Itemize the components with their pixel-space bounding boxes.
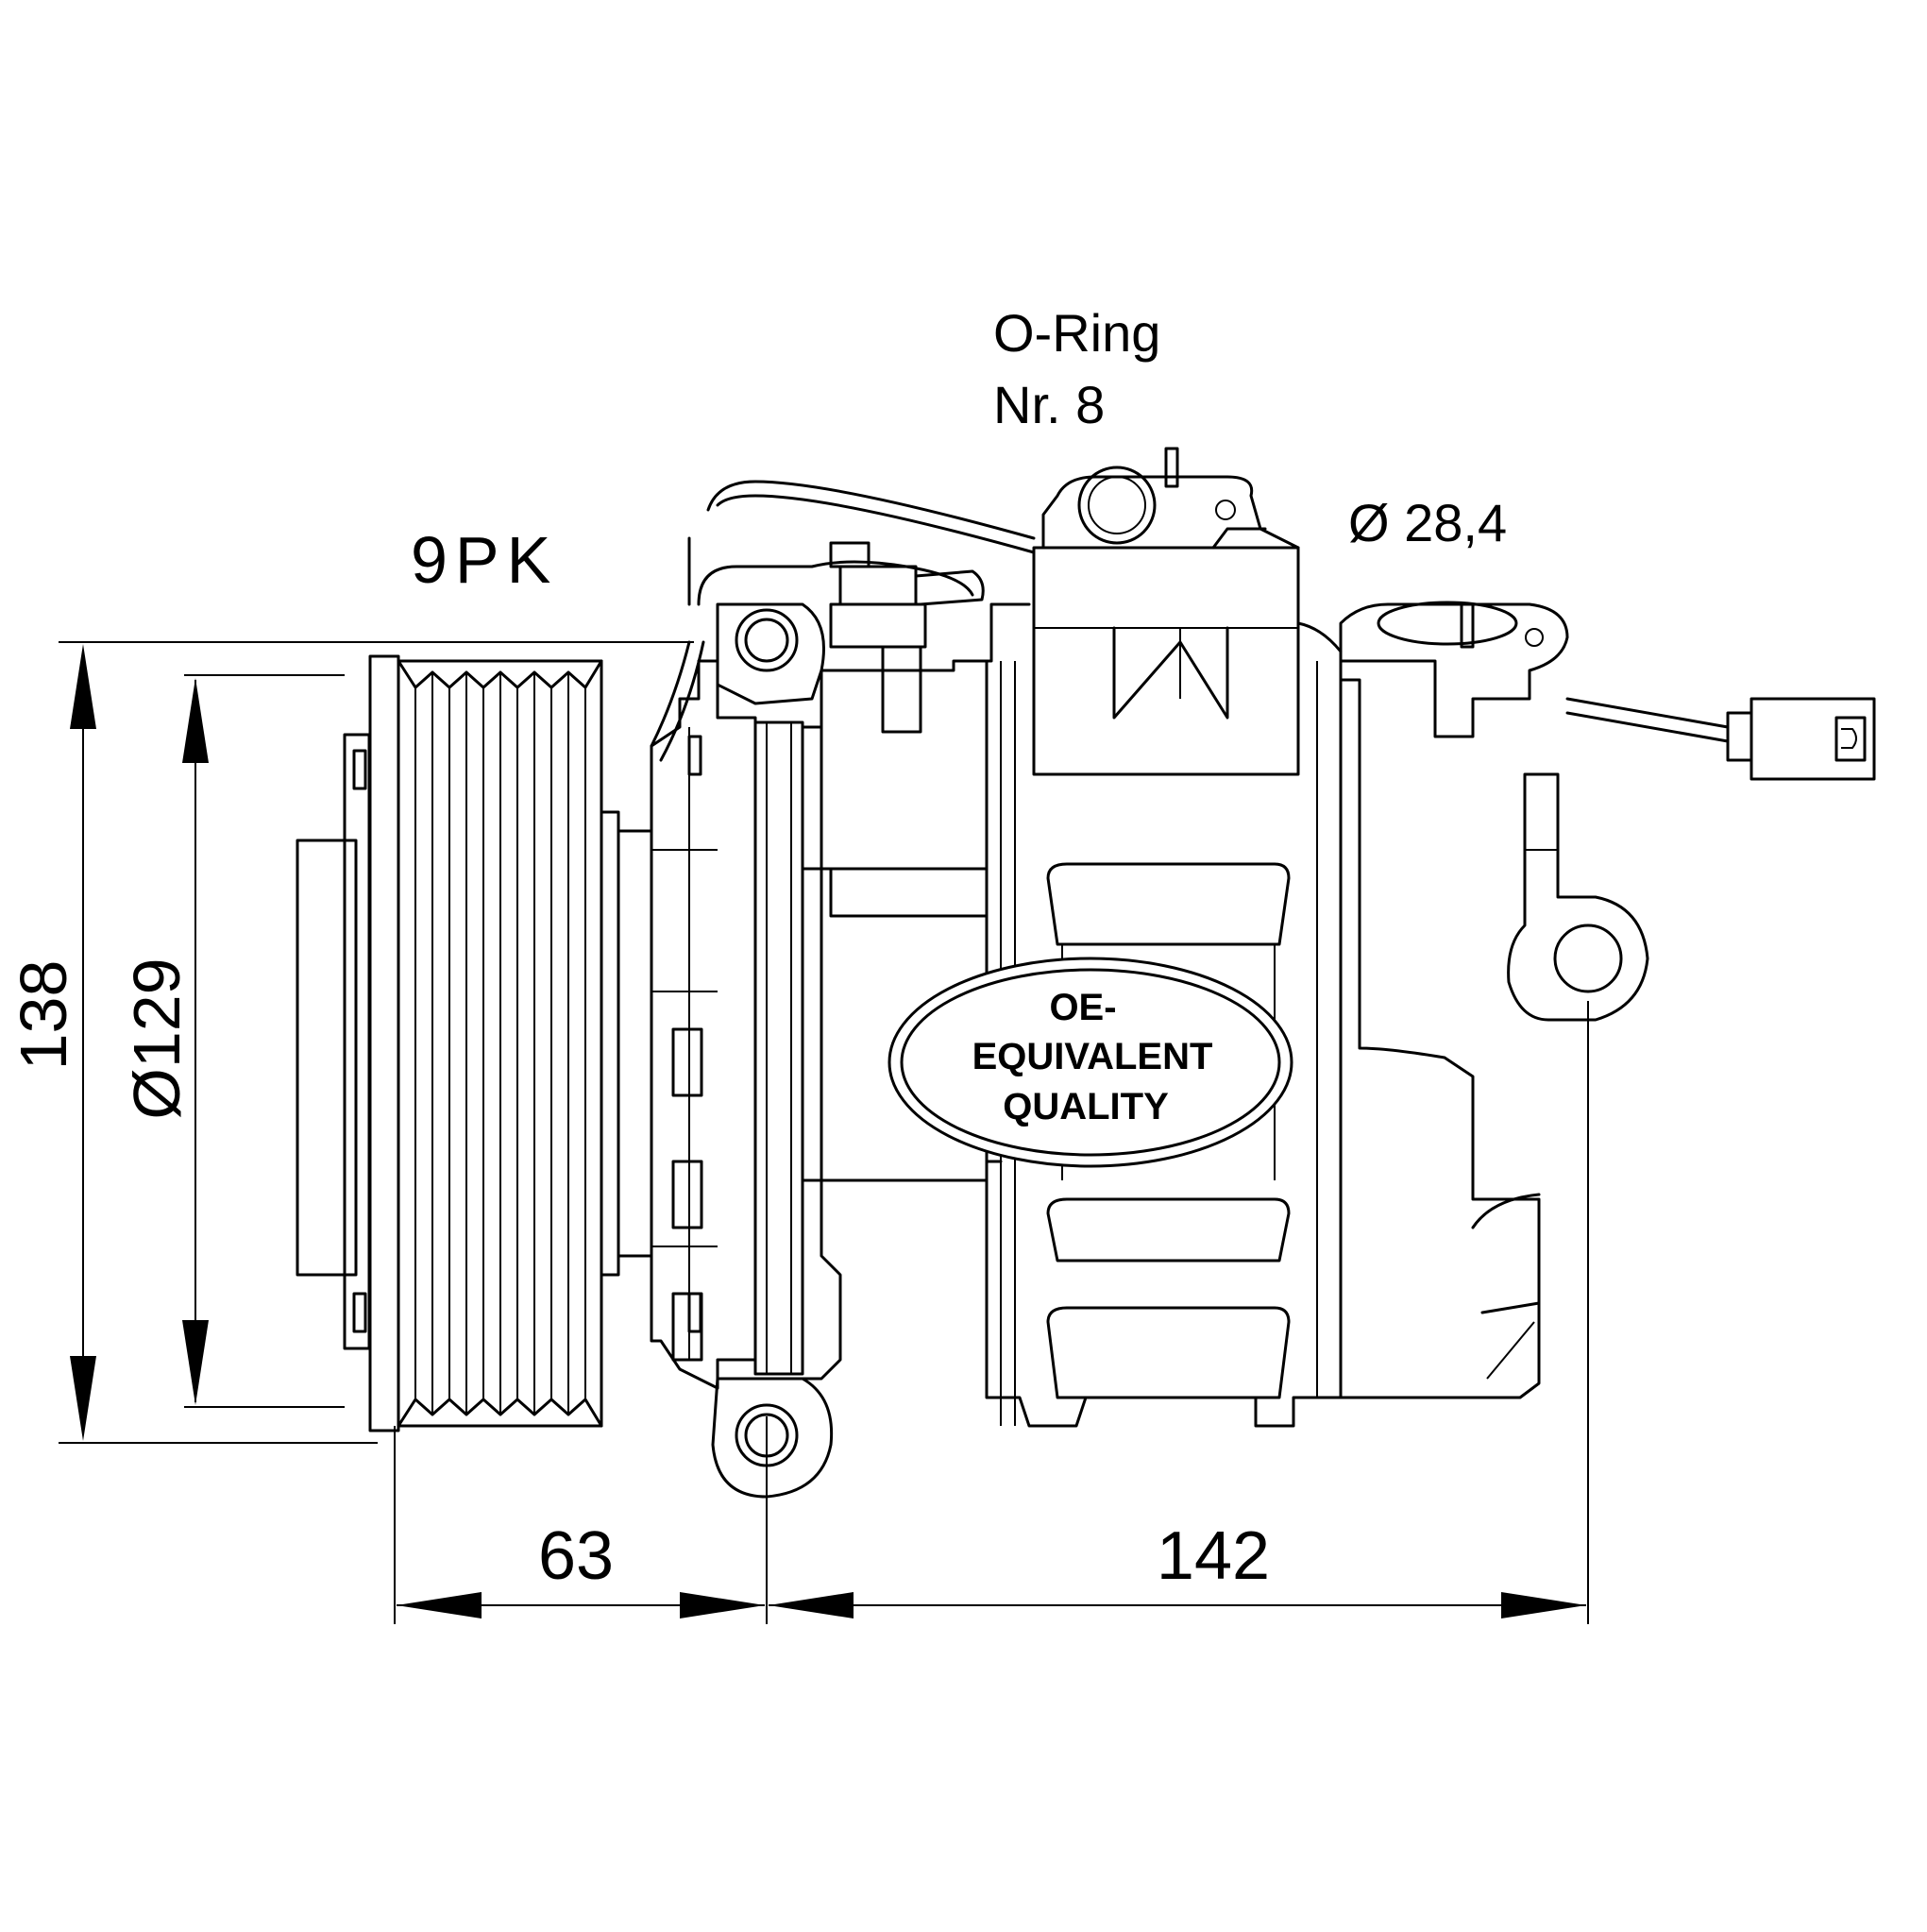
dim-142-label: 142 xyxy=(1157,1518,1270,1594)
badge-line3: QUALITY xyxy=(1003,1086,1169,1127)
rear-housing xyxy=(1339,678,1541,1399)
rear-mount-ear xyxy=(1507,772,1649,1022)
height-dim-label: 138 xyxy=(7,960,80,1071)
badge-line1: OE- xyxy=(1049,987,1116,1028)
port-diameter-label: Ø 28,4 xyxy=(1348,493,1507,552)
electrical-connector xyxy=(1726,697,1876,781)
top-fitting xyxy=(829,541,985,734)
upper-mount-ear xyxy=(716,602,825,705)
oring-label-line1: O-Ring xyxy=(993,303,1160,363)
suction-port-opening xyxy=(1377,601,1518,646)
oe-equivalent-badge: OE- EQUIVALENT QUALITY xyxy=(887,957,1293,1168)
front-housing xyxy=(650,659,757,1390)
belt-profile-label: 9PK xyxy=(411,523,558,597)
suction-port xyxy=(1339,601,1569,738)
mount-bar xyxy=(753,720,842,1381)
dimension-129: Ø129 xyxy=(120,674,345,1408)
compressor-body xyxy=(801,602,1343,1428)
dimension-138: 138 xyxy=(7,641,694,1444)
pulley-dim-label: Ø129 xyxy=(120,958,194,1119)
pulley xyxy=(296,654,653,1432)
lower-mount-ear xyxy=(711,1377,834,1499)
oring-label-line2: Nr. 8 xyxy=(993,375,1105,434)
badge-line2: EQUIVALENT xyxy=(972,1036,1213,1077)
dimension-142: 142 xyxy=(769,1001,1589,1624)
top-port-block xyxy=(1032,447,1300,776)
dim-63-label: 63 xyxy=(538,1518,614,1594)
oring-port xyxy=(1077,466,1157,545)
wiring-harness xyxy=(650,480,1730,762)
dimension-63: 63 xyxy=(394,1416,768,1624)
